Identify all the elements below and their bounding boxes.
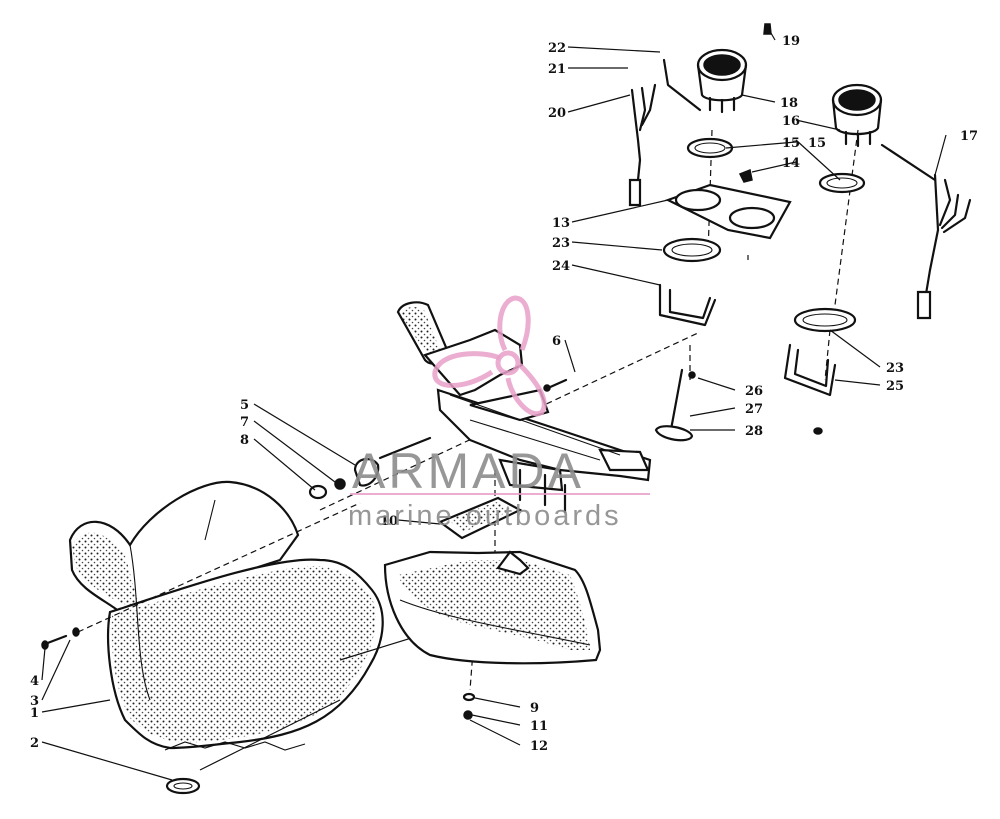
callout-23-right: 23 (886, 361, 904, 376)
gauge-plate (665, 183, 792, 240)
gauge-seals (686, 137, 866, 194)
dash-panel (383, 550, 602, 665)
callout-4: 4 (30, 674, 39, 689)
callout-26: 26 (745, 384, 763, 399)
callout-28: 28 (745, 424, 763, 439)
callout-14: 14 (782, 156, 800, 171)
clip-14 (738, 168, 753, 183)
callout-7: 7 (240, 415, 249, 430)
windshield-grommet (165, 777, 201, 795)
bolt-6 (543, 378, 568, 392)
callout-21: 21 (548, 62, 566, 77)
watermark-tagline: marine outboards (348, 500, 622, 532)
callout-17: 17 (960, 129, 978, 144)
callout-19: 19 (782, 34, 800, 49)
washer-nut-under-panel (462, 692, 476, 720)
callout-5: 5 (240, 398, 249, 413)
callout-25: 25 (886, 379, 904, 394)
callout-labels: 1 2 3 4 5 6 7 8 9 10 11 12 13 14 15 15 1… (30, 34, 978, 754)
watermark-brand: ARMADA (352, 443, 584, 499)
callout-15-left: 15 (782, 136, 800, 151)
switch-plate (437, 496, 523, 540)
callout-16: 16 (782, 114, 800, 129)
wiring-harness-17 (880, 143, 972, 320)
windshield (68, 480, 384, 751)
speedometer-gauge (696, 48, 748, 114)
armada-watermark: ARMADA marine outboards (348, 295, 650, 532)
handlebar-assembly (378, 301, 652, 514)
callout-6: 6 (552, 334, 561, 349)
retaining-rings (662, 237, 857, 333)
callout-23-left: 23 (552, 236, 570, 251)
callout-10: 10 (380, 514, 398, 529)
callout-27: 27 (745, 402, 763, 417)
armada-propeller-logo (432, 295, 547, 417)
callout-1: 1 (30, 706, 39, 721)
speedometer-cable (654, 368, 823, 442)
callout-13: 13 (552, 216, 570, 231)
callout-20: 20 (548, 106, 566, 121)
callout-2: 2 (30, 736, 39, 751)
callout-11: 11 (530, 719, 548, 734)
gauge-brackets (658, 283, 837, 397)
callout-24: 24 (552, 259, 570, 274)
callout-8: 8 (240, 433, 249, 448)
callout-15-right: 15 (808, 136, 826, 151)
callout-22: 22 (548, 41, 566, 56)
washer-and-screw (41, 627, 80, 650)
callout-18: 18 (780, 96, 798, 111)
callout-12: 12 (530, 739, 548, 754)
wiring-harness-20 (628, 58, 702, 207)
callout-3: 3 (30, 694, 39, 709)
leader-lines (41, 27, 947, 781)
tachometer-gauge (831, 83, 883, 148)
callout-9: 9 (530, 701, 539, 716)
